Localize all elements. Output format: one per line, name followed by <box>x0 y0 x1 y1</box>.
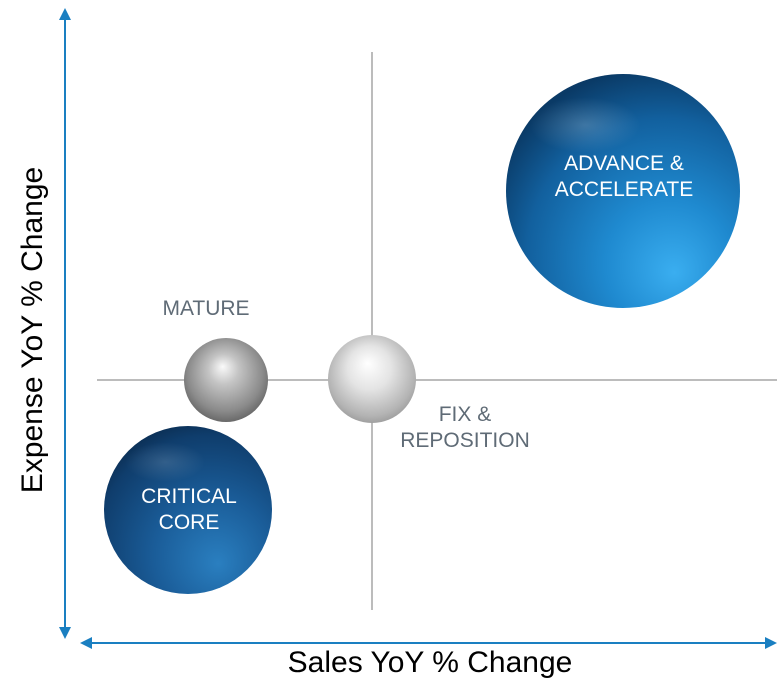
x-axis <box>80 637 777 649</box>
bubble-fix-reposition <box>328 335 416 423</box>
label-critical-core: CRITICAL CORE <box>141 484 237 536</box>
label-fix-reposition: FIX & REPOSITION <box>400 402 530 454</box>
label-critical-line1: CRITICAL <box>141 485 237 508</box>
y-axis-arrow-down-icon <box>59 627 71 639</box>
x-axis-arrow-right-icon <box>765 637 777 649</box>
x-axis-title: Sales YoY % Change <box>287 646 573 679</box>
bubble-advance-accelerate <box>506 74 740 308</box>
y-axis-arrow-up-icon <box>59 8 71 20</box>
y-axis-title: Expense YoY % Change <box>16 166 49 494</box>
label-critical-line2: CORE <box>158 511 220 534</box>
bubble-critical-core <box>104 426 272 594</box>
label-mature: MATURE <box>162 296 249 322</box>
bubble-mature <box>184 338 268 422</box>
label-advance-line1: ADVANCE & <box>564 152 684 175</box>
x-axis-arrow-left-icon <box>80 637 92 649</box>
label-mature-line1: MATURE <box>162 297 250 320</box>
y-axis <box>59 8 71 639</box>
label-fix-line1: FIX & <box>438 403 492 426</box>
label-advance-line2: ACCELERATE <box>554 178 694 201</box>
label-advance-accelerate: ADVANCE & ACCELERATE <box>555 151 693 203</box>
label-fix-line2: REPOSITION <box>400 429 530 452</box>
